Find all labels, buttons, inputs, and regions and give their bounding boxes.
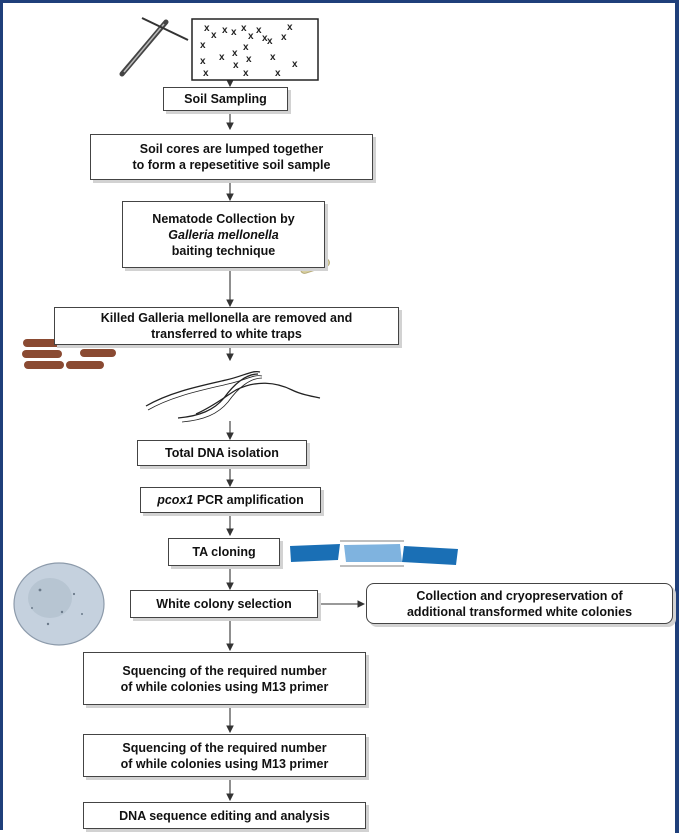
svg-text:x: x bbox=[262, 33, 268, 44]
sequencing-1-line-2: of while colonies using M13 primer bbox=[120, 679, 329, 694]
dna-isolation-box: Total DNA isolation bbox=[137, 440, 307, 466]
svg-text:x: x bbox=[231, 27, 237, 38]
svg-text:x: x bbox=[275, 68, 281, 79]
svg-text:x: x bbox=[267, 36, 273, 47]
svg-text:x: x bbox=[219, 52, 225, 63]
svg-text:x: x bbox=[200, 56, 206, 67]
cloning-vector-icon bbox=[290, 540, 458, 567]
sequencing-1-line-1: Squencing of the required number bbox=[122, 663, 327, 678]
sequencing-box-1: Squencing of the required number of whil… bbox=[83, 652, 366, 705]
svg-text:x: x bbox=[287, 22, 293, 33]
petri-dish-icon bbox=[13, 562, 105, 646]
pcr-gene-name: pcox1 bbox=[157, 493, 194, 507]
svg-text:x: x bbox=[204, 23, 210, 34]
soil-core-sampler-icon bbox=[119, 17, 189, 77]
nematode-line-1: Nematode Collection by bbox=[152, 211, 295, 226]
sequencing-2-line-1: Squencing of the required number bbox=[122, 740, 327, 755]
svg-text:x: x bbox=[232, 48, 238, 59]
nematode-species-name: Galleria mellonella bbox=[168, 227, 279, 242]
killed-line-2: transferred to white traps bbox=[151, 327, 302, 341]
collection-cryopreservation-box: Collection and cryopreservation of addit… bbox=[366, 583, 673, 624]
soil-sampling-label: Soil Sampling bbox=[184, 92, 267, 106]
svg-text:x: x bbox=[292, 59, 298, 70]
ta-cloning-label: TA cloning bbox=[192, 545, 256, 559]
figure-frame-right-edge bbox=[675, 0, 679, 833]
svg-text:x: x bbox=[203, 68, 209, 79]
svg-text:x: x bbox=[256, 25, 262, 36]
collection-line-2: additional transformed white colonies bbox=[406, 604, 633, 619]
dna-isolation-label: Total DNA isolation bbox=[165, 446, 279, 460]
soil-cores-box: Soil cores are lumped together to form a… bbox=[90, 134, 373, 180]
soil-sampling-box: Soil Sampling bbox=[163, 87, 288, 111]
soil-cores-line-1: Soil cores are lumped together bbox=[139, 142, 324, 156]
svg-text:x: x bbox=[270, 52, 276, 63]
killed-line-1: Killed Galleria mellonella are removed a… bbox=[100, 311, 353, 325]
svg-text:x: x bbox=[243, 68, 249, 79]
svg-text:x: x bbox=[248, 31, 254, 42]
sequencing-2-line-2: of while colonies using M13 primer bbox=[120, 756, 329, 771]
svg-text:x: x bbox=[243, 42, 249, 53]
svg-text:x: x bbox=[246, 54, 252, 65]
ta-cloning-box: TA cloning bbox=[168, 538, 280, 566]
nematode-collection-box: Nematode Collection by Galleria mellonel… bbox=[122, 201, 325, 268]
nematode-line-3: baiting technique bbox=[171, 243, 276, 258]
killed-galleria-box: Killed Galleria mellonella are removed a… bbox=[54, 307, 399, 345]
dna-editing-label: DNA sequence editing and analysis bbox=[119, 808, 330, 823]
svg-text:x: x bbox=[281, 32, 287, 43]
white-colony-selection-box: White colony selection bbox=[130, 590, 318, 618]
white-colony-label: White colony selection bbox=[156, 597, 292, 611]
svg-text:x: x bbox=[200, 40, 206, 51]
soil-cores-line-2: to form a repesetitive soil sample bbox=[132, 158, 331, 172]
collection-line-1: Collection and cryopreservation of bbox=[416, 588, 623, 603]
svg-text:x: x bbox=[222, 25, 228, 36]
nematode-icon bbox=[145, 370, 321, 423]
sequencing-box-2: Squencing of the required number of whil… bbox=[83, 734, 366, 777]
pcr-label: PCR amplification bbox=[193, 493, 304, 507]
svg-text:x: x bbox=[241, 23, 247, 34]
svg-text:x: x bbox=[233, 60, 239, 71]
pcr-amplification-box: pcox1 PCR amplification bbox=[140, 487, 321, 513]
svg-text:x: x bbox=[211, 30, 217, 41]
dna-sequence-editing-box: DNA sequence editing and analysis bbox=[83, 802, 366, 829]
